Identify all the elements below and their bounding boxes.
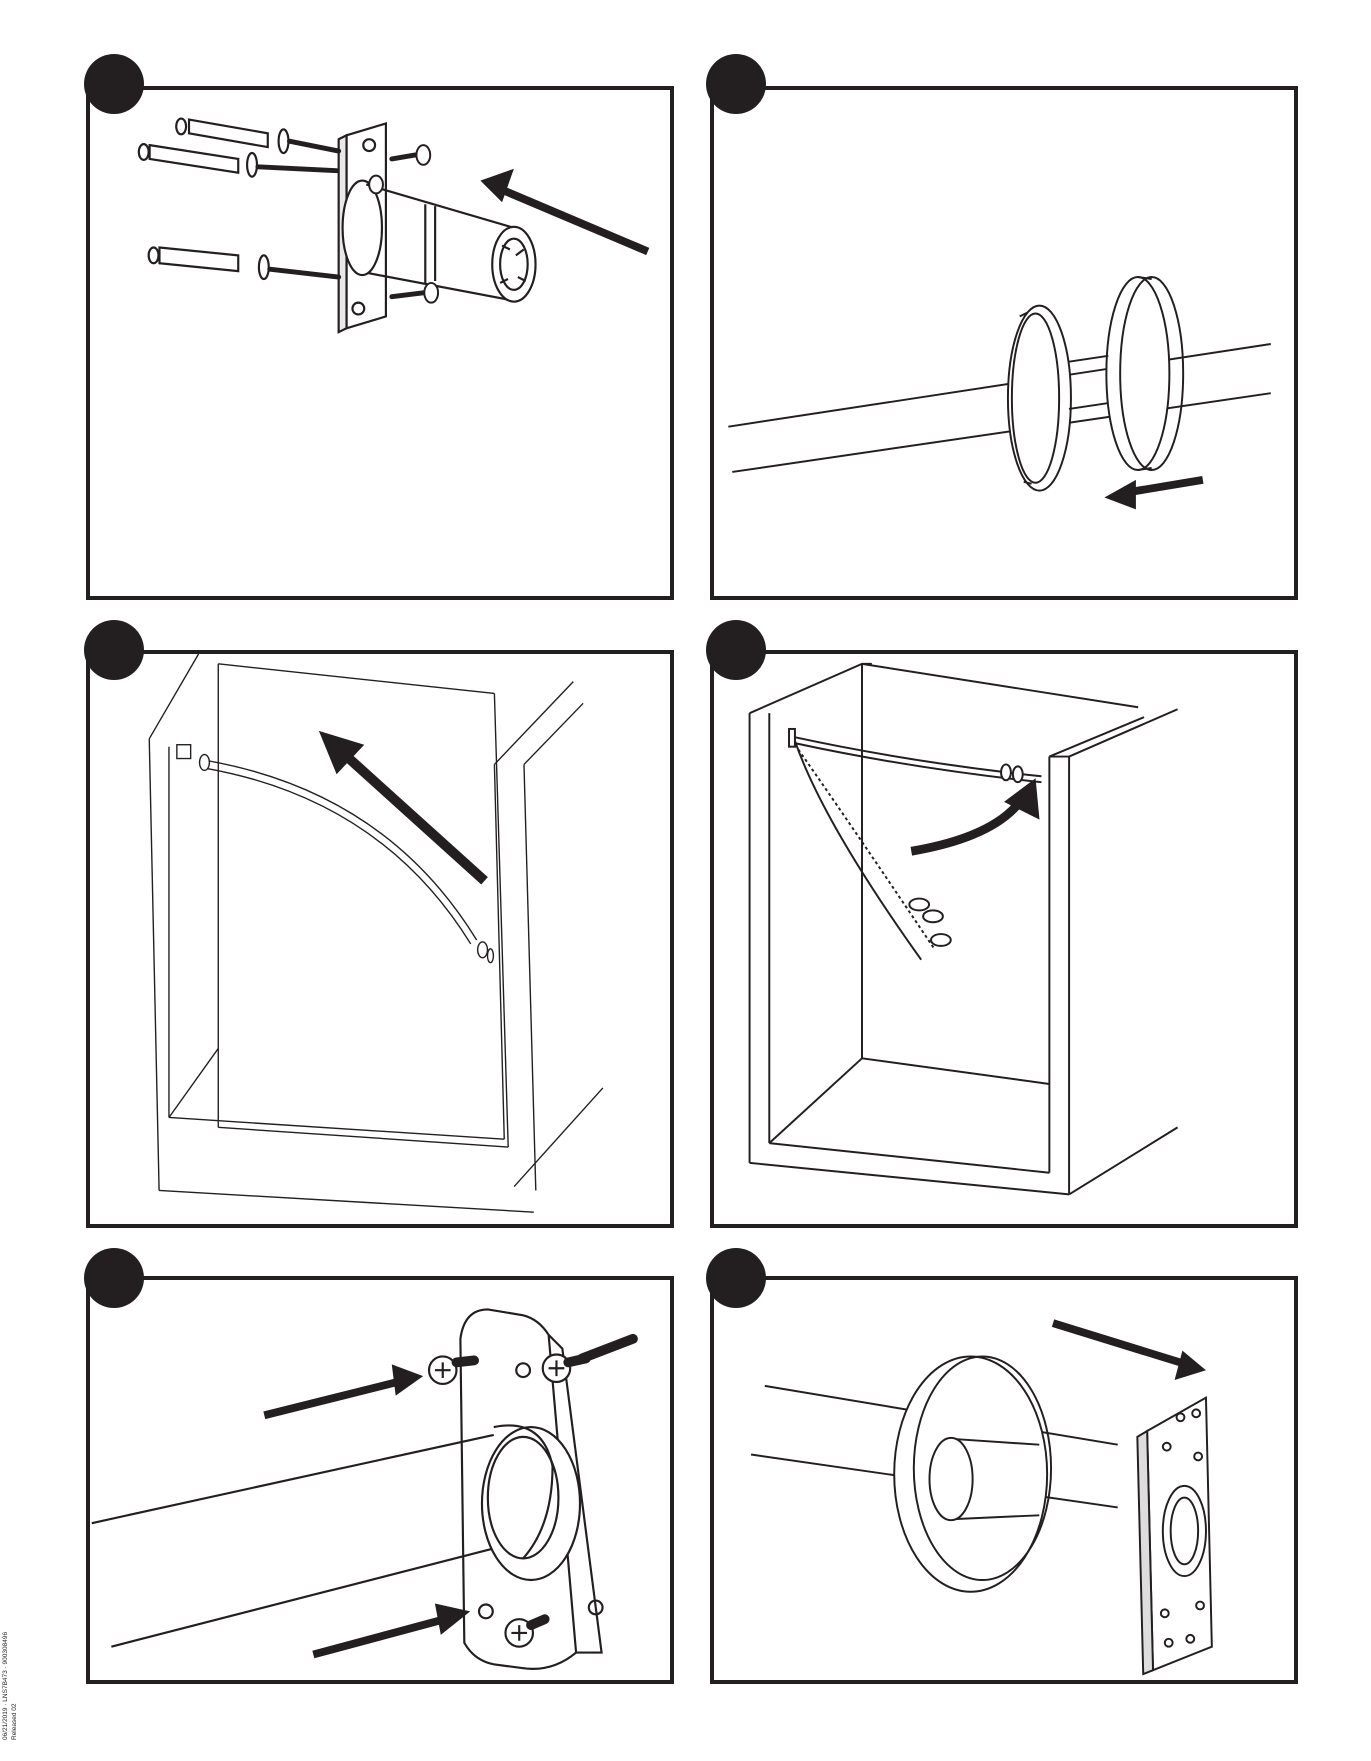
- bracket-with-anchors-illustration: [90, 90, 670, 596]
- document-footer-note: 06/21/2019 · LNS7B473 · 900308496 Releas…: [2, 1640, 32, 1750]
- step-panel-5: [86, 1276, 674, 1684]
- step-panel-2: [710, 86, 1298, 600]
- step-marker-4: [706, 620, 766, 680]
- screw-bracket-illustration: [90, 1280, 670, 1680]
- flange-over-bracket-illustration: [714, 1280, 1294, 1680]
- step-panel-1: [86, 86, 674, 600]
- insert-rod-left-bracket-illustration: [90, 654, 670, 1224]
- step-panel-4: [710, 650, 1298, 1228]
- step-panel-6: [710, 1276, 1298, 1684]
- swing-rod-right-bracket-illustration: [714, 654, 1294, 1224]
- step-marker-6: [706, 1248, 766, 1308]
- footer-release-line: Released 02: [11, 1704, 19, 1741]
- step-marker-2: [706, 54, 766, 114]
- step-panel-3: [86, 650, 674, 1228]
- escutcheon-on-rod-illustration: [714, 90, 1294, 596]
- step-marker-5: [84, 1248, 144, 1308]
- step-marker-1: [84, 54, 144, 114]
- step-marker-3: [84, 620, 144, 680]
- footer-date-line: 06/21/2019 · LNS7B473 · 900308496: [2, 1632, 10, 1740]
